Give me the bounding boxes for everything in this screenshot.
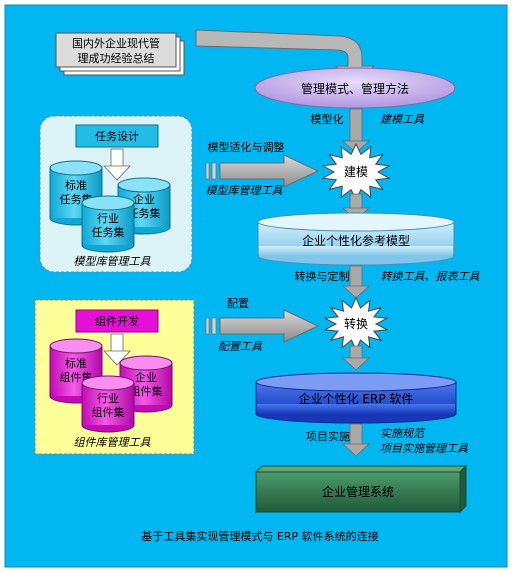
management-label: 管理模式、管理方法	[301, 81, 409, 96]
management-system-label: 企业管理系统	[322, 484, 394, 499]
source-line-1: 国内外企业现代管	[72, 36, 160, 50]
enterprise-task-set-line-1: 企业	[133, 192, 155, 206]
standard-component-set-line-1: 标准	[65, 356, 87, 370]
diagram-caption: 基于工具集实现管理模式与 ERP 软件系统的连接	[141, 529, 378, 543]
component-dev-box	[75, 309, 159, 333]
component-dev-down-arrow	[103, 333, 131, 366]
stage1-right-label: 建模工具	[380, 113, 425, 126]
task-design-label: 任务设计	[95, 130, 139, 143]
stage1-left-label: 模型化	[311, 112, 344, 126]
standard-task-set-line-1: 标准	[65, 178, 87, 192]
enterprise-component-set-line-1: 企业	[135, 370, 157, 384]
industry-task-set-line-2: 任务集	[92, 225, 125, 239]
enterprise-task-set-line-2: 任务集	[128, 206, 161, 220]
source-line-2: 理成功经验总结	[78, 51, 155, 65]
source-document-stack: 国内外企业现代管 理成功经验总结	[55, 32, 185, 76]
industry-task-set-cylinder: 行业 任务集	[81, 195, 135, 253]
component-panel-footer: 组件库管理工具	[74, 436, 152, 449]
arrow2-bottom-label: 配置工具	[218, 340, 263, 353]
model-panel-footer: 模型库管理工具	[74, 255, 152, 268]
industry-task-set-line-1: 行业	[97, 212, 119, 225]
configure-arrow	[205, 309, 320, 343]
source-document	[55, 32, 177, 68]
reference-model-label: 企业个性化参考模型	[302, 233, 410, 248]
stage3-right-line-2: 项目实施管理工具	[380, 442, 469, 455]
stage2-right-label: 转换工具、报表工具	[381, 270, 481, 283]
erp-software-label: 企业个性化 ERP 软件	[299, 391, 414, 406]
task-design-box	[75, 124, 159, 148]
burst2-down-arrow	[341, 345, 371, 371]
industry-component-set-line-2: 组件集	[92, 405, 125, 419]
arrow1-top-label: 模型适化与调整	[208, 140, 285, 154]
stage2-left-label: 转换与定制	[295, 269, 350, 283]
stage3-left-label: 项目实施	[306, 429, 350, 443]
arrow1-bottom-label: 模型库管理工具	[206, 184, 284, 197]
arrow2-top-label: 配置	[227, 297, 249, 310]
standard-task-set-cylinder: 标准 任务集	[49, 160, 103, 226]
reference-model-cylinder	[257, 212, 455, 266]
model-adapt-arrow	[205, 154, 320, 188]
task-design-down-arrow	[103, 148, 131, 181]
stage3-arrow	[341, 423, 371, 457]
modeling-burst-label: 建模	[344, 165, 368, 179]
industry-component-set-cylinder: 行业 组件集	[81, 375, 135, 433]
component-dev-label: 组件开发	[95, 314, 139, 328]
erp-software-cylinder	[255, 372, 457, 424]
enterprise-component-set-line-2: 组件集	[130, 384, 163, 398]
stage3-right-line-1: 实施规范	[380, 427, 426, 440]
industry-component-set-line-1: 行业	[97, 392, 119, 405]
management-ellipse	[254, 67, 456, 109]
management-system-box	[254, 464, 468, 514]
transform-burst-label: 转换	[344, 316, 368, 331]
stage2-arrow	[341, 265, 371, 299]
